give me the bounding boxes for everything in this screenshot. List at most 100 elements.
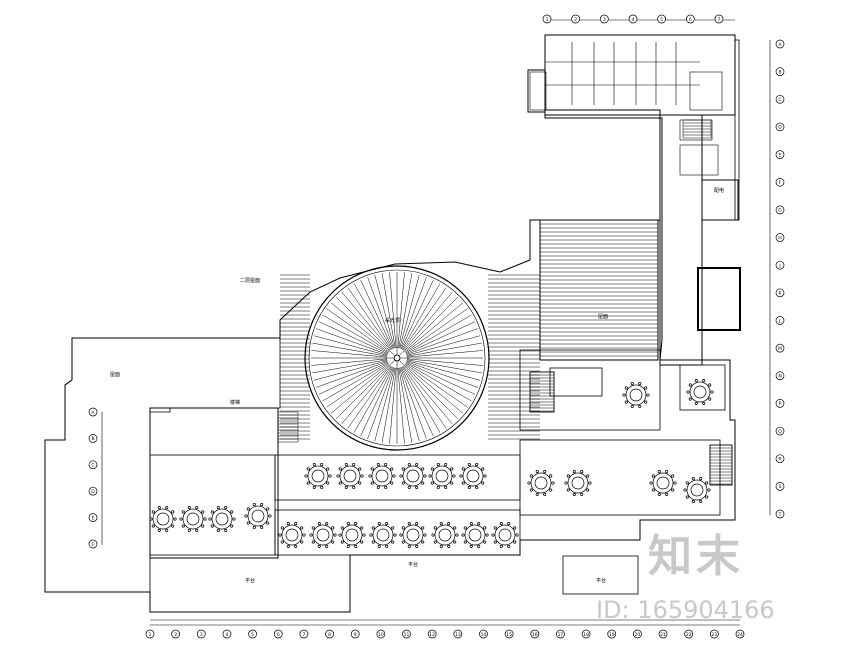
axis-bubble: T xyxy=(775,509,785,519)
axis-bubble: 10 xyxy=(376,629,386,639)
axis-bubble: 12 xyxy=(427,629,437,639)
axis-bubble: 4 xyxy=(222,629,232,639)
label-right-room: 配电 xyxy=(714,187,724,194)
svg-text:16: 16 xyxy=(532,632,538,638)
round-table xyxy=(304,463,332,489)
axis-bubbles-top: 1 2 3 4 5 6 7 xyxy=(542,14,724,24)
axis-bubble: C xyxy=(775,94,785,104)
axis-bubble: 1 xyxy=(145,629,155,639)
axis-bubble: D xyxy=(775,122,785,132)
svg-text:F: F xyxy=(779,180,782,186)
svg-text:15: 15 xyxy=(506,632,512,638)
svg-text:K: K xyxy=(779,291,783,297)
svg-text:2: 2 xyxy=(174,632,177,638)
svg-text:D: D xyxy=(778,125,782,131)
svg-text:13: 13 xyxy=(455,632,461,638)
svg-text:B: B xyxy=(91,436,94,442)
svg-text:9: 9 xyxy=(354,632,357,638)
svg-text:E: E xyxy=(92,515,95,521)
svg-text:5: 5 xyxy=(660,17,663,23)
label-bottom-left: 平台 xyxy=(245,577,255,584)
svg-text:3: 3 xyxy=(603,17,606,23)
svg-text:S: S xyxy=(779,484,782,490)
axis-bubble: G xyxy=(775,205,785,215)
svg-text:E: E xyxy=(779,152,782,158)
right-room xyxy=(697,267,741,331)
svg-text:7: 7 xyxy=(302,632,305,638)
axis-bubble: 13 xyxy=(453,629,463,639)
label-left-area: 屋面 xyxy=(110,372,120,378)
axis-bubble: 22 xyxy=(684,629,694,639)
label-center: 采光顶 xyxy=(385,317,400,324)
svg-text:4: 4 xyxy=(632,17,635,23)
axis-bubble: 3 xyxy=(599,14,609,24)
top-block xyxy=(544,34,736,116)
svg-text:17: 17 xyxy=(558,632,564,638)
axis-bubble: M xyxy=(775,343,785,353)
svg-text:12: 12 xyxy=(429,632,435,638)
axis-bubble: 5 xyxy=(657,14,667,24)
svg-text:7: 7 xyxy=(718,17,721,23)
svg-text:R: R xyxy=(778,457,781,463)
axis-bubble: S xyxy=(775,482,785,491)
svg-text:A: A xyxy=(91,410,95,416)
svg-text:5: 5 xyxy=(251,632,254,638)
round-table xyxy=(459,463,487,489)
svg-text:1: 1 xyxy=(149,632,152,638)
axis-bubble: 16 xyxy=(530,629,540,639)
label-right-roof: 屋面 xyxy=(598,314,608,320)
axis-bubble: F xyxy=(88,539,98,549)
axis-bubble: L xyxy=(775,316,785,325)
svg-text:4: 4 xyxy=(226,632,229,638)
svg-text:11: 11 xyxy=(404,632,410,638)
axis-bubble: Q xyxy=(775,426,785,436)
round-table xyxy=(278,522,306,548)
round-table xyxy=(149,506,177,532)
axis-bubble: H xyxy=(775,233,785,242)
svg-text:14: 14 xyxy=(481,632,487,638)
axis-bubble: E xyxy=(88,513,98,522)
round-table xyxy=(368,463,396,489)
round-table xyxy=(399,463,427,489)
svg-text:22: 22 xyxy=(686,632,692,638)
striped-roof-right xyxy=(539,219,659,361)
axis-bubble: 9 xyxy=(350,629,360,639)
svg-text:1: 1 xyxy=(546,17,549,23)
round-table xyxy=(683,477,711,503)
round-table xyxy=(649,470,677,496)
axis-bubble: 6 xyxy=(273,629,283,639)
label-bottom-right: 平台 xyxy=(596,577,606,584)
svg-text:T: T xyxy=(778,512,782,518)
svg-text:H: H xyxy=(778,235,781,241)
axis-bubble: 7 xyxy=(714,14,724,24)
corridor xyxy=(659,114,703,366)
svg-text:2: 2 xyxy=(574,17,577,23)
axis-bubble: J xyxy=(775,260,785,270)
svg-text:J: J xyxy=(778,263,780,269)
svg-text:24: 24 xyxy=(737,632,743,638)
svg-text:G: G xyxy=(778,208,782,214)
round-table xyxy=(309,522,337,548)
axis-bubble: 23 xyxy=(709,629,719,639)
axis-bubble: F xyxy=(775,177,785,187)
axis-bubble: 11 xyxy=(402,629,411,639)
svg-text:6: 6 xyxy=(689,17,692,23)
dining-block xyxy=(149,407,279,559)
round-table xyxy=(686,379,714,405)
axis-bubble: 2 xyxy=(571,14,581,24)
axis-bubble: 20 xyxy=(633,629,642,639)
left-roof xyxy=(44,337,281,593)
svg-text:Q: Q xyxy=(778,429,782,435)
axis-bubble: 5 xyxy=(248,629,257,639)
svg-text:B: B xyxy=(778,69,781,75)
axis-bubble: 14 xyxy=(479,629,488,639)
axis-bubble: B xyxy=(88,434,98,443)
svg-text:21: 21 xyxy=(660,632,666,638)
round-table xyxy=(564,470,592,496)
rotunda xyxy=(304,265,490,451)
axis-bubble: N xyxy=(775,371,785,381)
svg-text:3: 3 xyxy=(200,632,203,638)
axis-bubble: 18 xyxy=(581,629,591,639)
svg-text:L: L xyxy=(779,318,782,324)
svg-text:6: 6 xyxy=(277,632,280,638)
